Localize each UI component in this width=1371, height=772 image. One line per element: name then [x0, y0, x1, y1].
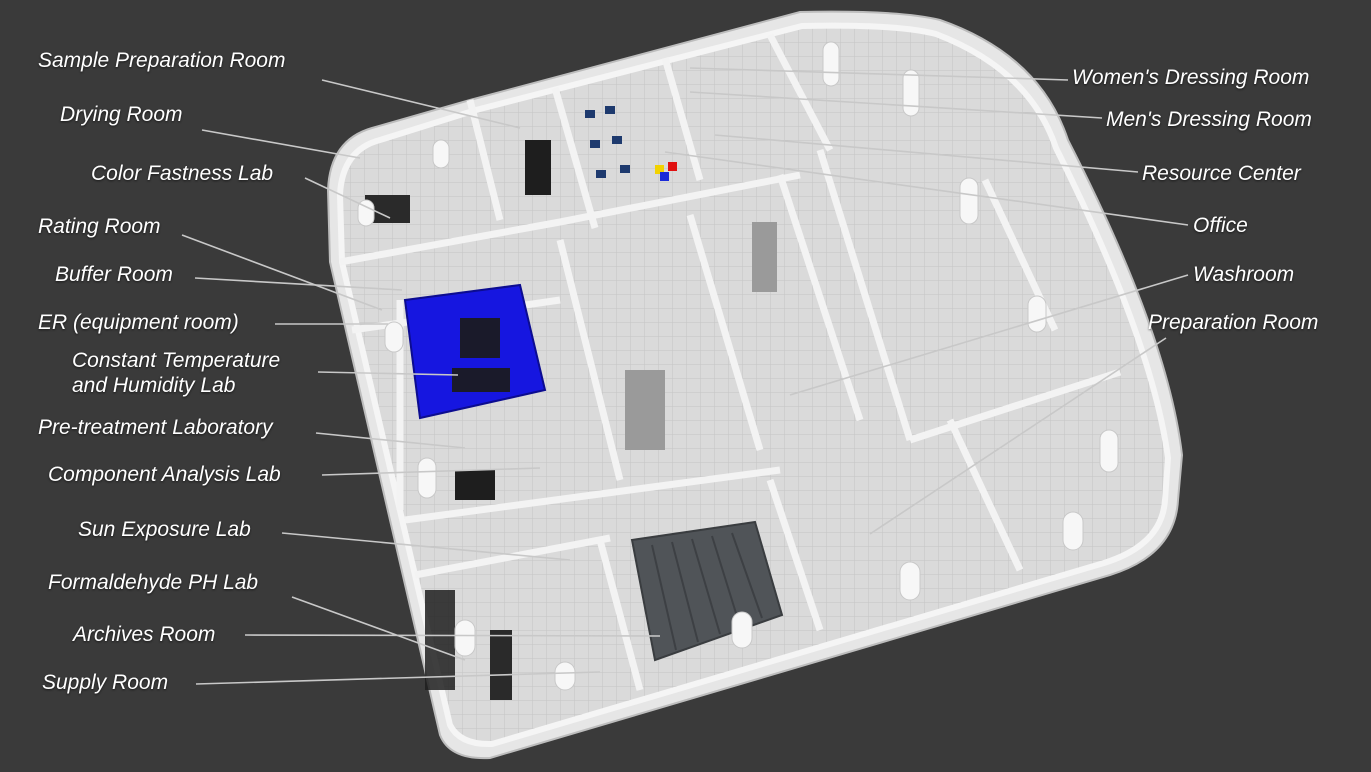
label-formaldehyde-ph-lab: Formaldehyde PH Lab [48, 571, 259, 594]
label-sun-exposure-lab: Sun Exposure Lab [78, 518, 251, 541]
leader-lines-left [181, 79, 661, 685]
label-preparation-room: Preparation Room [1148, 311, 1319, 334]
label-color-fastness-lab: Color Fastness Lab [91, 162, 274, 185]
label-sample-preparation-room: Sample Preparation Room [38, 49, 286, 72]
label-mens-dressing-room: Men's Dressing Room [1106, 108, 1312, 131]
label-drying-room: Drying Room [60, 103, 183, 126]
label-component-analysis-lab: Component Analysis Lab [48, 463, 281, 486]
label-washroom: Washroom [1193, 263, 1295, 286]
label-womens-dressing-room: Women's Dressing Room [1072, 66, 1310, 89]
label-office: Office [1193, 214, 1248, 237]
label-buffer-room: Buffer Room [55, 263, 173, 286]
label-constant-temperature-line2: and Humidity Lab [72, 374, 236, 397]
label-pre-treatment-laboratory: Pre-treatment Laboratory [38, 416, 273, 439]
label-archives-room: Archives Room [73, 623, 216, 646]
columns [357, 41, 1119, 691]
label-constant-temperature-humidity-lab: Constant Temperature and Humidity Lab [72, 348, 280, 398]
label-er-equipment-room: ER (equipment room) [38, 311, 239, 334]
leader-lines-right [664, 67, 1189, 535]
label-supply-room: Supply Room [42, 671, 169, 694]
label-rating-room: Rating Room [38, 215, 161, 238]
label-constant-temperature-line1: Constant Temperature [72, 349, 281, 372]
label-resource-center: Resource Center [1142, 162, 1301, 185]
